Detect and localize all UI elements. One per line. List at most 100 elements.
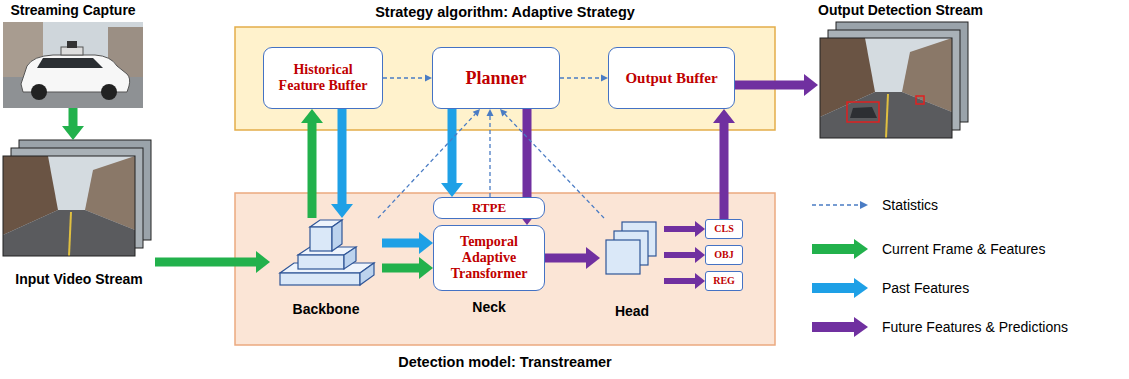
output-frames-part: [820, 92, 952, 138]
arrow-shaft: [523, 109, 532, 211]
output-frames-part: [820, 38, 952, 138]
legend-dashed-line: [812, 204, 860, 205]
arrow-shaft: [382, 239, 419, 248]
arrow-head: [695, 221, 705, 237]
arrow-head: [256, 251, 270, 273]
arrow-shaft: [448, 109, 457, 183]
car-photo: [3, 22, 143, 108]
arrow-shaft: [489, 116, 490, 197]
legend-swatch: [808, 193, 870, 217]
arrow-head: [441, 183, 463, 197]
arrow-shaft: [664, 252, 695, 258]
caption-text: Backbone: [293, 301, 360, 318]
legend-dashed-head: [860, 201, 868, 209]
process-box: Planner: [432, 47, 560, 109]
caption-text: Output Detection Stream: [818, 2, 983, 19]
legend-row: Past Features: [808, 276, 1128, 300]
arrow-shaft: [338, 109, 347, 204]
input-frames-part: [3, 156, 135, 256]
input-frames: [3, 140, 151, 256]
output-branch: REG: [705, 271, 743, 291]
part-label: Neck: [433, 299, 545, 316]
legend-text: Past Features: [882, 280, 969, 296]
arrow-head: [331, 204, 353, 218]
flow-arrow: [301, 109, 323, 218]
arrow-shaft: [69, 108, 78, 126]
box-label: OBJ: [714, 249, 733, 260]
arrow-shaft: [155, 258, 256, 267]
box-label: Planner: [466, 68, 527, 88]
legend-row: Future Features & Predictions: [808, 315, 1128, 339]
arrow-shaft: [308, 123, 317, 218]
arrow-head: [419, 257, 433, 279]
output-frames: [820, 22, 968, 138]
arrow-shaft: [735, 81, 804, 90]
caption-text: Input Video Stream: [15, 271, 142, 288]
backbone-pyramid-part: [360, 263, 374, 285]
arrow-shaft: [382, 264, 419, 273]
legend-arrow-shaft: [812, 244, 854, 254]
arrow-shaft: [545, 254, 586, 263]
box-label: RTPE: [472, 201, 506, 216]
module-box: RTPE: [433, 197, 545, 219]
statistics-connector: [487, 109, 494, 197]
legend-row: Current Frame & Features: [808, 237, 1128, 261]
output-frames-part: [850, 107, 877, 118]
flow-arrow: [155, 251, 270, 273]
arrow-head: [695, 247, 705, 263]
backbone-pyramid-part: [310, 227, 332, 251]
caption-text: Head: [615, 303, 649, 320]
input-frames-part: [3, 210, 135, 256]
caption-text: Strategy algorithm: Adaptive Strategy: [195, 4, 815, 21]
output-frames-part: [886, 94, 888, 138]
legend-arrow-shaft: [812, 283, 854, 293]
arrow-head: [586, 247, 600, 269]
arrow-head: [601, 75, 608, 82]
legend-arrow-shaft: [812, 322, 854, 332]
process-box: Output Buffer: [608, 47, 735, 109]
car-photo-part: [31, 84, 47, 100]
backbone-pyramid: [280, 220, 374, 285]
flow-arrow: [735, 74, 818, 96]
arrow-shaft: [383, 77, 425, 78]
legend-text: Current Frame & Features: [882, 241, 1045, 257]
flow-arrow: [62, 108, 84, 140]
arrow-shaft: [664, 278, 695, 284]
arrow-head: [473, 109, 480, 117]
input-stream: Input Video Stream: [3, 140, 155, 288]
box-label: Temporal Adaptive Transformer: [439, 234, 539, 281]
box-label: Output Buffer: [625, 70, 717, 87]
arrow-shaft: [664, 226, 695, 232]
arrow-shaft: [560, 77, 601, 78]
caption-text: Detection model: Transtreamer: [195, 354, 815, 371]
head-block: Head: [600, 218, 664, 320]
arrow-head: [419, 232, 433, 254]
output-branch: CLS: [705, 219, 743, 239]
statistics-connector: [560, 75, 608, 82]
legend-swatch: [808, 237, 870, 261]
arrow-head: [713, 109, 735, 123]
flow-arrow: [664, 221, 705, 237]
car-photo-part: [61, 47, 83, 55]
car-photo-part: [67, 41, 77, 48]
car-photo-part: [101, 84, 117, 100]
input-frames-part: [69, 212, 71, 256]
flow-arrow: [713, 109, 735, 219]
arrow-head: [487, 109, 494, 116]
head-maps-part: [606, 240, 640, 274]
flow-arrow: [441, 109, 463, 197]
legend-arrow-head: [854, 239, 868, 259]
legend-text: Future Features & Predictions: [882, 319, 1068, 335]
arrow-shaft: [720, 123, 729, 219]
flow-arrow: [545, 247, 600, 269]
legend-row: Statistics: [808, 193, 1128, 217]
arrow-head: [301, 109, 323, 123]
input-frames-part: [3, 156, 135, 256]
arrow-head: [500, 109, 507, 116]
backbone-pyramid-part: [298, 255, 344, 269]
arrow-head: [695, 273, 705, 289]
strategy-panel: Strategy algorithm: Adaptive StrategyHis…: [235, 27, 775, 130]
flow-arrow: [664, 247, 705, 263]
flow-arrow: [664, 273, 705, 289]
